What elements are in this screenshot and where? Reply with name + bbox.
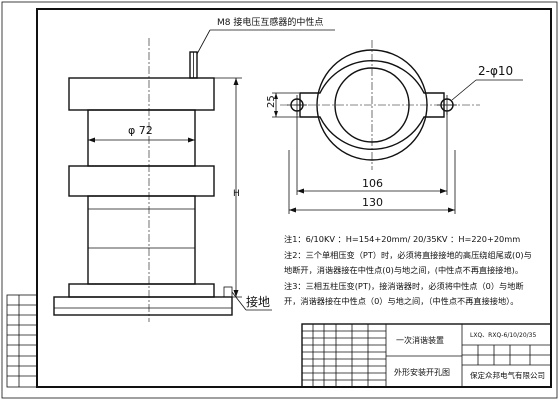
upper-body	[87, 109, 196, 167]
dimension-130	[288, 150, 456, 214]
note-3-line-2: 开，消谐器接在中性点（0）与地之间，（中性点不再直接接地）。	[284, 296, 518, 306]
top-cap	[68, 77, 215, 111]
ground-label: 接地	[246, 294, 270, 309]
dimension-25-label: 25	[266, 95, 277, 108]
binding-strip	[6, 294, 38, 388]
dimension-phi72	[88, 137, 195, 143]
title-product: 一次消谐装置	[396, 335, 444, 345]
holes-leader	[451, 79, 523, 101]
title-company: 保定众邦电气有限公司	[470, 370, 545, 380]
title-block	[301, 323, 552, 388]
middle-flange	[68, 165, 215, 197]
ground-terminal	[223, 286, 233, 298]
outer-circle	[316, 49, 428, 161]
flange-outline	[299, 60, 445, 150]
dimension-h-label: H	[233, 189, 240, 199]
dimension-h	[197, 77, 242, 298]
dimension-106-label: 106	[362, 177, 383, 190]
title-drawing-name: 外形安装开孔图	[394, 367, 450, 377]
inner-frame	[36, 8, 552, 388]
note-3-line-1: 注3：三相五柱压变(PT)，接消谐器时，必须将中性点（0）与地断	[284, 281, 524, 291]
dimension-25	[272, 92, 299, 118]
note-2-line-2: 地断开，消谐器接在中性点(0)与地之间，(中性点不再直接接地)。	[284, 265, 523, 275]
dimension-phi72-label: φ 72	[128, 124, 153, 137]
holes-label: 2-φ10	[478, 64, 513, 78]
ground-leader	[231, 291, 272, 311]
plan-view	[280, 40, 480, 170]
front-view	[53, 38, 233, 322]
top-label-text: M8 接电压互感器的中性点	[217, 16, 323, 28]
dimension-130-label: 130	[362, 196, 383, 209]
notes-block: 注1：6/10KV ：H=154+20mm/ 20/35KV ：H=220+20…	[284, 234, 532, 306]
base-plate	[68, 283, 215, 298]
ground-plate	[53, 296, 233, 316]
dimension-106	[296, 112, 448, 195]
note-1: 注1：6/10KV ：H=154+20mm/ 20/35KV ：H=220+20…	[284, 234, 520, 244]
note-2-line-1: 注2：三个单相压变（PT）时，必须将直接接地的高压绕组尾或(0)与	[284, 250, 532, 260]
title-model-code: LXQ、RXQ-6/10/20/35	[470, 332, 536, 339]
top-label-leader	[196, 29, 335, 55]
inner-circle	[334, 67, 410, 143]
